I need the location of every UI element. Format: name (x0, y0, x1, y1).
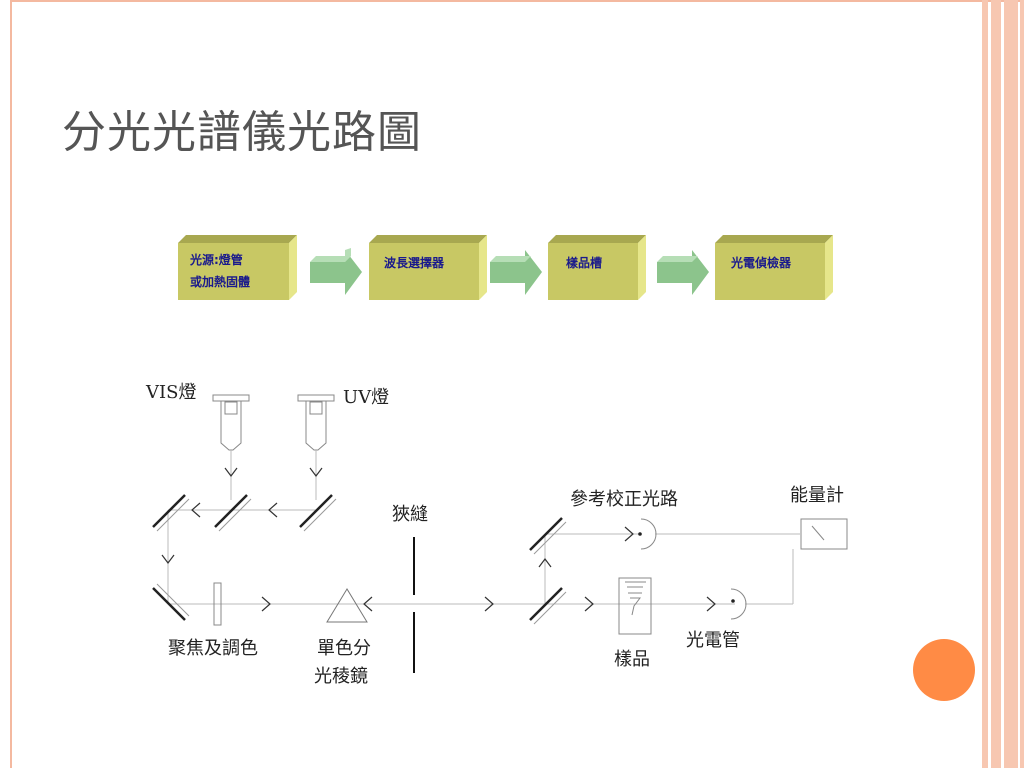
filter-element (213, 582, 222, 626)
reference-path-label: 參考校正光路 (570, 489, 678, 510)
page-title: 分光光譜儀光路圖 (62, 107, 422, 158)
sample-cuvette (618, 577, 652, 635)
flow-block-wavelength-selector-label: 波長選擇器 (384, 255, 445, 270)
flow-block-light-source-line1: 光源:燈管 (189, 252, 243, 267)
flow-block-light-source: 光源:燈管 或加熱固體 (178, 235, 297, 300)
photo-tube (730, 588, 747, 620)
prism-label-line2: 光稜鏡 (314, 666, 368, 687)
focus-tint-label: 聚焦及調色 (168, 638, 258, 659)
mirror-backs (156, 498, 567, 625)
light-paths (167, 450, 800, 605)
flow-arrow-3 (657, 250, 709, 295)
slide-top-border (0, 0, 1024, 2)
flow-block-detector-label: 光電偵檢器 (730, 255, 792, 270)
slide-right-stripes (982, 0, 1024, 768)
vis-lamp (212, 394, 250, 451)
flow-arrow-1 (310, 248, 362, 295)
flow-block-sample-cell: 樣品槽 (548, 235, 646, 300)
prism-label-line1: 單色分 (317, 638, 371, 659)
mirrors (152, 494, 563, 621)
flow-block-sample-cell-label: 樣品槽 (566, 255, 602, 270)
flow-arrow-2 (490, 250, 542, 295)
flow-block-wavelength-selector: 波長選擇器 (369, 235, 487, 300)
vis-lamp-label: VIS燈 (145, 382, 196, 403)
sample-label: 樣品 (614, 649, 650, 670)
decorative-orange-circle (913, 639, 975, 701)
direction-chevrons (161, 467, 716, 612)
uv-lamp-label: UV燈 (343, 387, 389, 408)
prism (326, 588, 368, 623)
slide-left-border (0, 0, 12, 768)
reference-photo-tube (638, 518, 657, 550)
slit-label: 狹縫 (392, 504, 428, 525)
photo-tube-label: 光電管 (686, 630, 740, 651)
uv-lamp (297, 394, 335, 451)
energy-meter-label: 能量計 (790, 485, 844, 506)
flow-block-light-source-line2: 或加熱固體 (190, 274, 250, 289)
energy-meter (800, 518, 848, 550)
flow-block-detector: 光電偵檢器 (715, 235, 833, 300)
